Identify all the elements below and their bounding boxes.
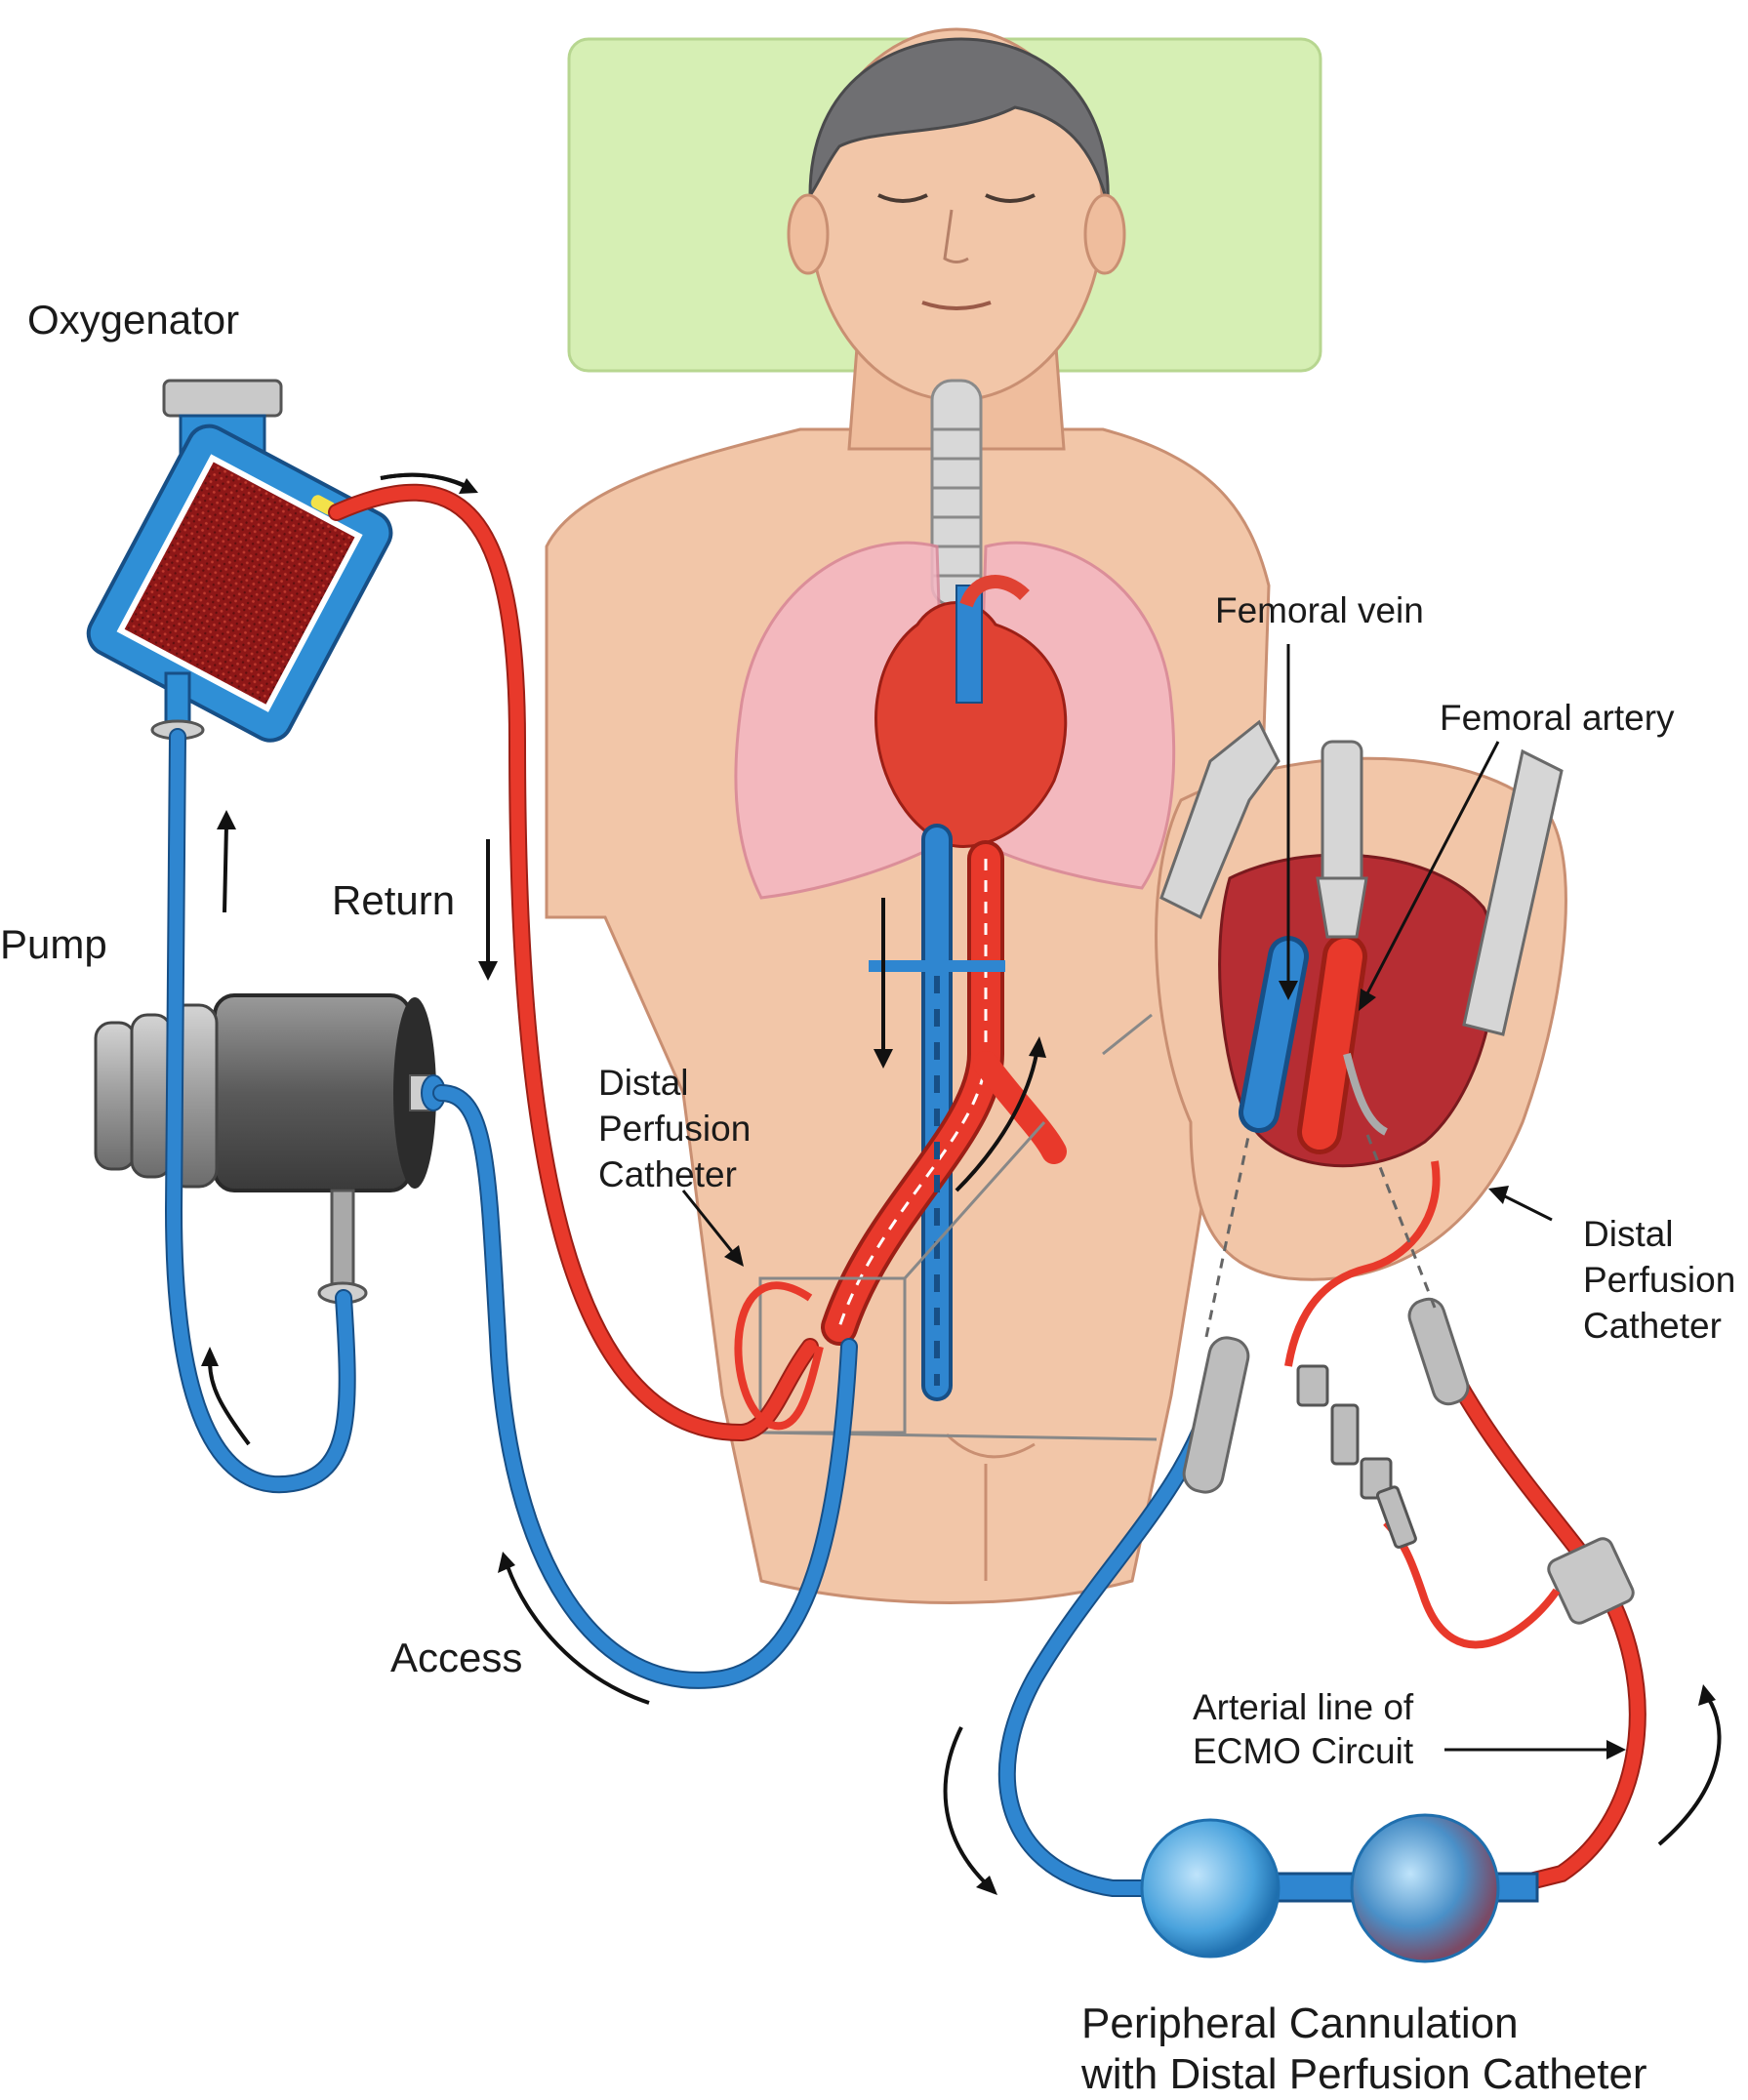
arterial-line-label: Arterial line of ECMO Circuit (1193, 1687, 1424, 1771)
arterial-line-1: Arterial line of (1193, 1687, 1414, 1727)
pump-label: Pump (0, 921, 107, 967)
caption: Peripheral Cannulation with Distal Perfu… (1080, 1999, 1647, 2098)
distal-right-line-3: Catheter (1583, 1306, 1722, 1346)
distal-label-line-1: Distal (598, 1063, 689, 1103)
femoral-vein-label: Femoral vein (1215, 590, 1424, 630)
distal-right-line-2: Perfusion (1583, 1260, 1735, 1300)
leader-lines (681, 644, 1626, 1759)
great-vessels (821, 824, 1067, 1401)
flow-arrows (201, 472, 1722, 1895)
return-label: Return (332, 877, 455, 923)
femoral-artery-label: Femoral artery (1440, 698, 1675, 738)
heart-icon (874, 575, 1068, 848)
distal-label-line-3: Catheter (598, 1154, 737, 1194)
oxygenator-label: Oxygenator (27, 297, 239, 343)
surgical-retractor-icon (1159, 719, 1564, 1036)
cannulation-assembly (997, 1131, 1646, 1963)
distal-perfusion-catheter-label-left: Distal Perfusion Catheter (598, 1063, 761, 1194)
access-label: Access (390, 1635, 522, 1680)
pump-icon (94, 993, 446, 1305)
zoom-box (758, 1013, 1158, 1441)
circuit-tubing (164, 483, 858, 1689)
caption-line-2: with Distal Perfusion Catheter (1080, 2050, 1647, 2098)
oxygenator-icon (86, 379, 393, 743)
distal-label-line-2: Perfusion (598, 1109, 751, 1149)
distal-perfusion-catheter-label-right: Distal Perfusion Catheter (1583, 1214, 1746, 1346)
connector-bulb-icon (1140, 1818, 1281, 1959)
distal-right-line-1: Distal (1583, 1214, 1674, 1254)
arterial-line-2: ECMO Circuit (1193, 1731, 1414, 1771)
caption-line-1: Peripheral Cannulation (1081, 1999, 1519, 2047)
